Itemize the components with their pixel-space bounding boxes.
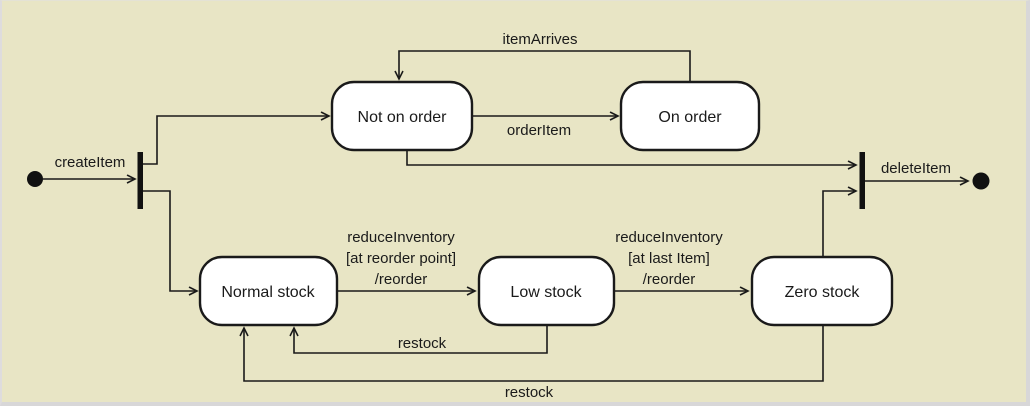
transition-reduce-reorder-point-event: reduceInventory — [347, 229, 455, 246]
transition-delete-item-label: deleteItem — [881, 160, 951, 177]
state-on-order-box — [619, 80, 761, 152]
transition-reduce-last-item-event: reduceInventory — [615, 229, 723, 246]
transition-restock-zero-line — [244, 325, 824, 382]
state-not-on-order: Not on order — [330, 80, 474, 152]
final-state-dot — [972, 172, 990, 190]
not-on-order-to-join-line — [406, 150, 856, 165]
state-normal-stock: Normal stock — [198, 255, 339, 327]
transition-reduce-last-item-guard: [at last Item] — [628, 250, 710, 267]
state-low-stock: Low stock — [477, 255, 616, 327]
state-not-on-order-box — [330, 80, 474, 152]
transition-restock-low-line — [294, 325, 548, 354]
state-zero-stock-box — [750, 255, 894, 327]
transition-restock-zero-label: restock — [505, 384, 554, 401]
fork-to-not-on-order-line — [143, 116, 329, 165]
transition-order-item-label: orderItem — [507, 122, 571, 139]
state-normal-stock-label: Normal stock — [221, 284, 315, 301]
transition-item-arrives-line — [399, 50, 691, 82]
fork-to-normal-stock-line — [143, 190, 197, 291]
state-on-order: On order — [619, 80, 761, 152]
transition-create-item-label: createItem — [55, 154, 126, 171]
transition-reduce-last-item-action: /reorder — [643, 271, 696, 288]
transition-item-arrives-label: itemArrives — [502, 31, 577, 48]
initial-state-dot — [27, 171, 43, 187]
transition-restock-low-label: restock — [398, 335, 447, 352]
state-normal-stock-box — [198, 255, 339, 327]
state-zero-stock-label: Zero stock — [785, 284, 861, 301]
state-on-order-label: On order — [658, 109, 722, 126]
state-low-stock-label: Low stock — [510, 284, 582, 301]
state-not-on-order-label: Not on order — [358, 109, 448, 126]
zero-stock-to-join-line — [822, 191, 856, 256]
join-bar — [859, 152, 865, 209]
transition-reduce-reorder-point-guard: [at reorder point] — [346, 250, 456, 267]
state-low-stock-box — [477, 255, 616, 327]
state-zero-stock: Zero stock — [750, 255, 894, 327]
fork-bar — [137, 152, 143, 209]
transition-reduce-reorder-point-action: /reorder — [375, 271, 428, 288]
